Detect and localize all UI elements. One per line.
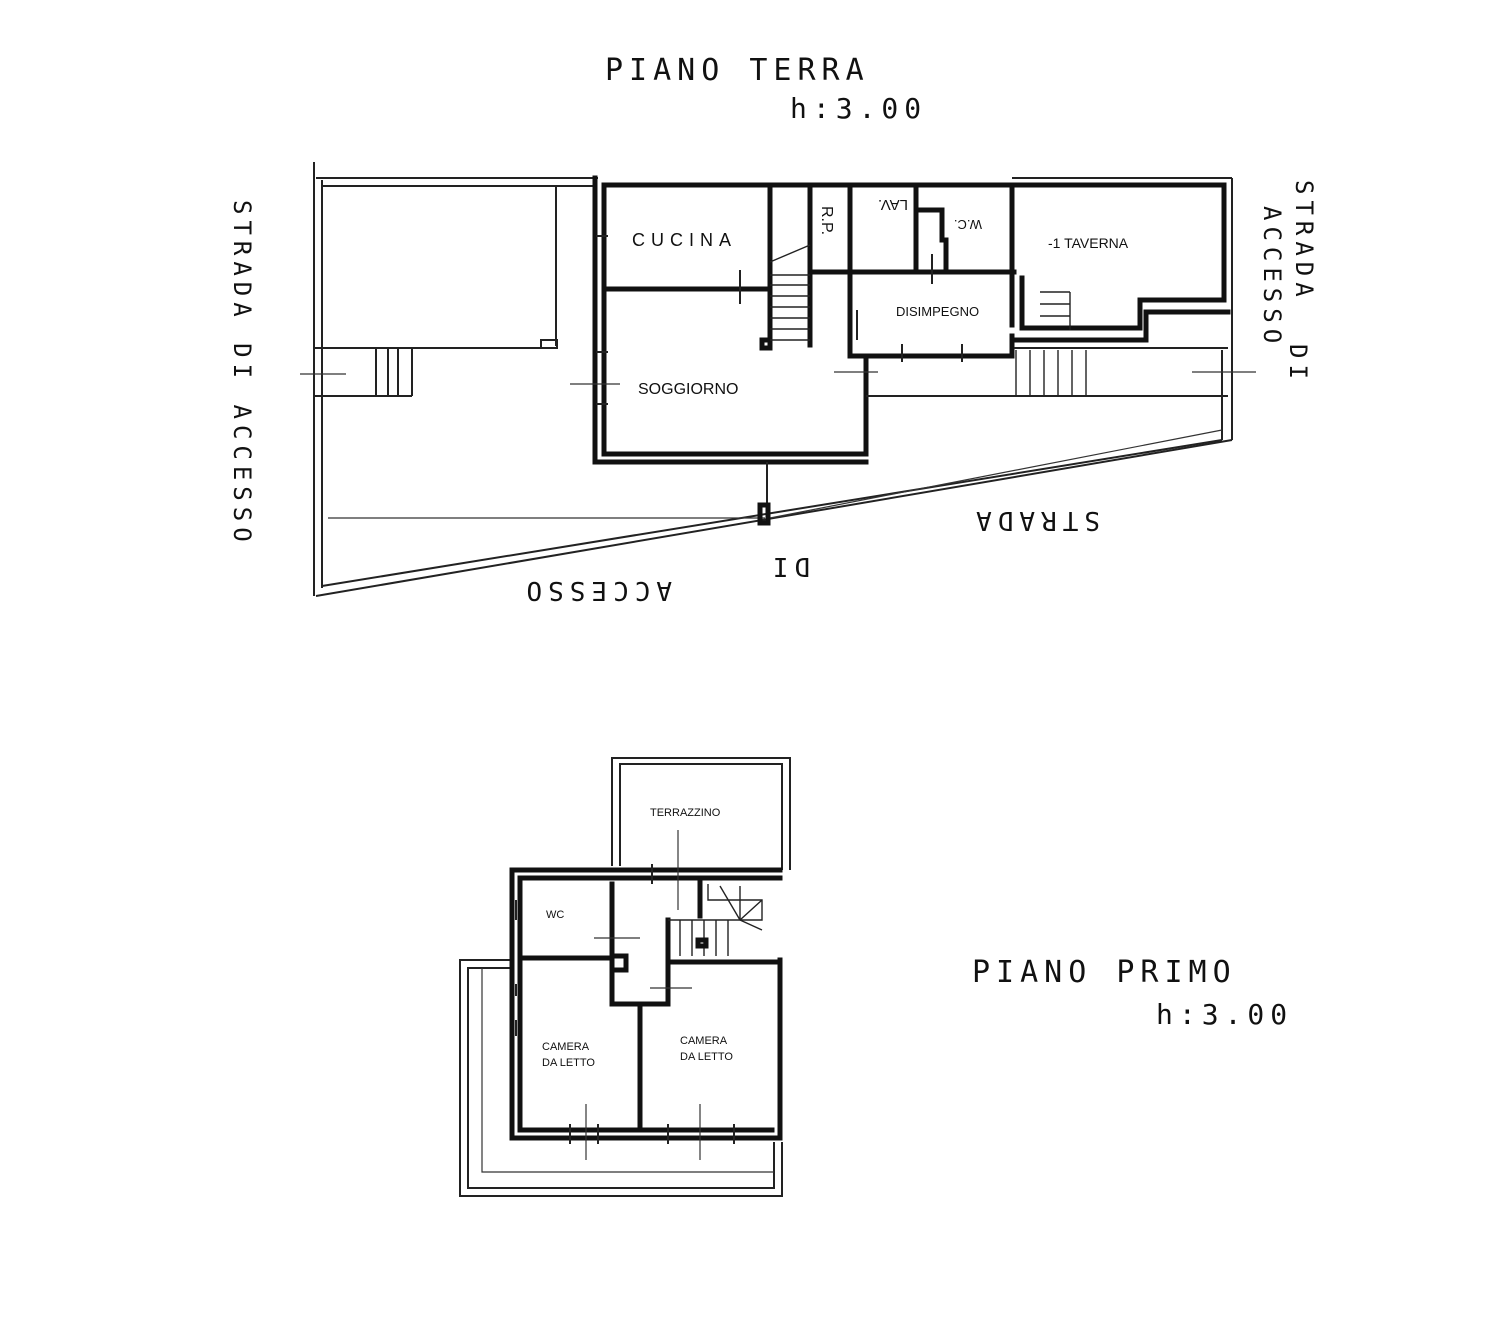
ground-floor-stair	[769, 244, 811, 341]
first-floor-walls	[509, 867, 783, 1141]
terrace-outline	[611, 757, 791, 870]
room-label-bedroom-1-line-2: DA LETTO	[542, 1057, 595, 1069]
first-floor-stair	[668, 884, 763, 956]
lot-outline	[313, 162, 1233, 597]
ground-floor-title: PIANO TERRA	[605, 53, 870, 88]
first-floor-door-marks	[515, 830, 735, 1160]
courtyard-left	[300, 185, 596, 397]
first-floor-height: h:3.00	[1156, 998, 1293, 1031]
balcony-outline	[459, 959, 783, 1197]
road-label-bottom-1: STRADA	[970, 505, 1100, 535]
road-label-bottom-2: DI	[767, 551, 810, 581]
room-label-wc-first: WC	[546, 909, 564, 921]
ground-floor-plan: PIANO TERRA h:3.00	[228, 53, 1318, 605]
road-label-right-2: ACCESSO	[1258, 206, 1286, 349]
room-label-storage: R.P.	[818, 206, 835, 235]
room-label-tavern: -1 TAVERNA	[1048, 235, 1129, 251]
road-label-right-1: STRADA	[1290, 180, 1318, 303]
door-marks	[570, 235, 1256, 526]
road-label-bottom-3: ACCESSO	[520, 575, 672, 605]
ground-floor-walls	[570, 175, 1256, 526]
ramp-right	[866, 291, 1228, 397]
room-label-living: SOGGIORNO	[638, 381, 738, 398]
room-label-bedroom-1-line-1: CAMERA	[542, 1041, 590, 1053]
first-floor-plan: PIANO PRIMO h:3.00	[459, 757, 1293, 1197]
room-label-bedroom-2-line-1: CAMERA	[680, 1035, 728, 1047]
road-label-left: STRADA DI ACCESSO	[228, 200, 256, 548]
room-label-laundry: LAV.	[878, 196, 908, 213]
room-label-terrace: TERRAZZINO	[650, 807, 721, 819]
room-label-wc-ground: W.C.	[954, 217, 982, 232]
road-label-right-3: DI	[1284, 344, 1312, 385]
ground-floor-height: h:3.00	[790, 92, 927, 125]
room-label-hallway: DISIMPEGNO	[896, 304, 979, 319]
room-label-kitchen: CUCINA	[632, 230, 737, 250]
first-floor-title: PIANO PRIMO	[972, 955, 1237, 990]
room-label-bedroom-2-line-2: DA LETTO	[680, 1051, 733, 1063]
